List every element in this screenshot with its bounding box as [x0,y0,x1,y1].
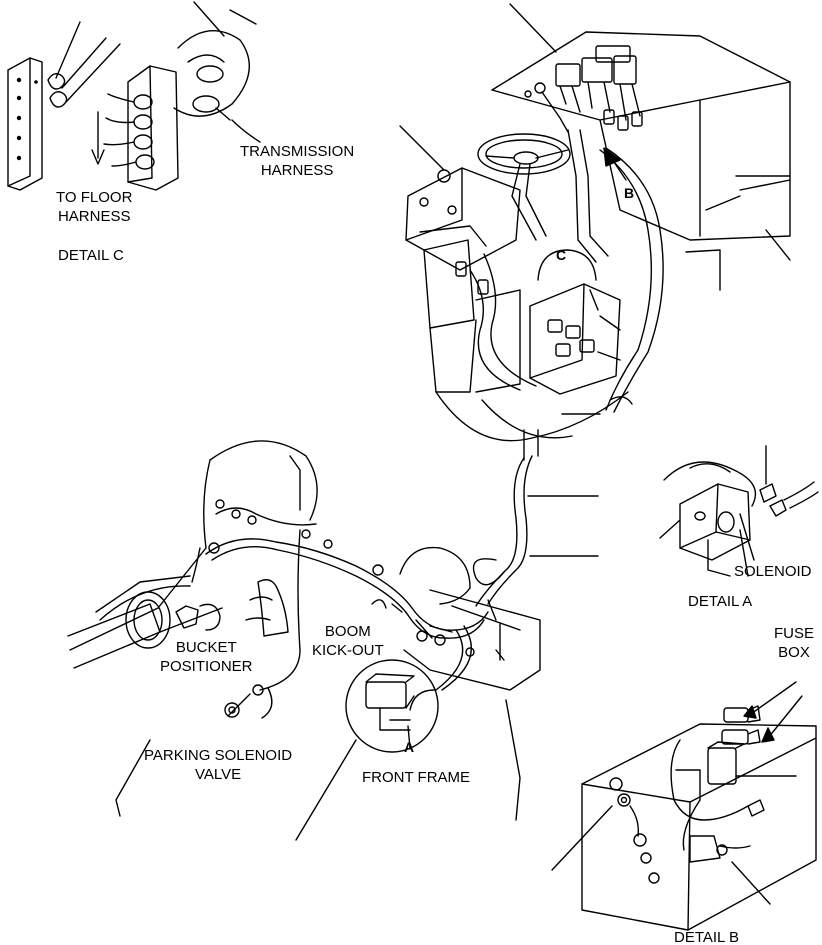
label-boom-kick-out: BOOM KICK-OUT [312,622,384,660]
label-detail-c: DETAIL C [58,247,124,264]
cab-illustration [399,3,791,461]
label-line: FUSE [774,625,815,642]
label-line: BOOM [324,623,371,640]
label-line: KICK-OUT [312,642,384,659]
label-line: HARNESS [260,162,334,179]
label-line: BUCKET [175,639,237,656]
label-solenoid: SOLENOID [734,563,812,580]
label-line: HARNESS [57,208,131,225]
label-line: VALVE [194,766,242,783]
label-front-frame: FRONT FRAME [362,769,471,786]
main-harness-route [472,455,599,621]
label-detail-a: DETAIL A [688,593,753,610]
label-fuse-box: FUSE BOX [774,624,814,662]
label-line: BOX [778,644,810,661]
detail-b-illustration [551,681,817,931]
label-line: TRANSMISSION [240,143,355,160]
label-bucket-positioner: BUCKET POSITIONER [160,638,253,676]
label-detail-b: DETAIL B [674,929,740,945]
label-transmission-harness: TRANSMISSION HARNESS [240,142,354,180]
detail-c-illustration [7,1,261,191]
front-frame-illustration [67,440,541,841]
detail-a-illustration [659,445,819,577]
callout-a: A [404,739,415,755]
label-line: TO FLOOR [56,189,133,206]
label-line: POSITIONER [160,658,253,675]
leader-lines [229,9,257,25]
label-to-floor-harness: TO FLOOR HARNESS [56,188,132,226]
callout-b: B [624,185,635,201]
callout-c: C [556,247,567,263]
label-line: PARKING SOLENOID [144,747,293,764]
label-parking-solenoid-valve: PARKING SOLENOID VALVE [144,746,292,784]
